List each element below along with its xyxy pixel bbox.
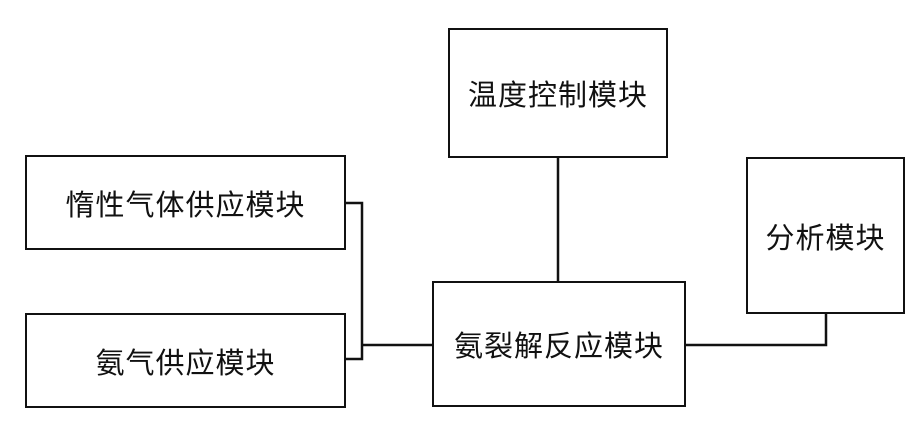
connector-ammonia-to-bracket	[346, 345, 362, 359]
inert-gas-supply-label: 惰性气体供应模块	[65, 182, 305, 224]
connector-cracking-to-analysis	[686, 314, 826, 345]
temperature-control-label: 温度控制模块	[468, 72, 648, 114]
analysis-label: 分析模块	[765, 215, 885, 257]
connector-inert-to-bracket	[346, 203, 362, 345]
ammonia-cracking-module: 氨裂解反应模块	[432, 281, 686, 407]
inert-gas-supply-module: 惰性气体供应模块	[25, 155, 346, 250]
ammonia-supply-label: 氨气供应模块	[95, 340, 275, 382]
ammonia-supply-module: 氨气供应模块	[25, 313, 346, 408]
temperature-control-module: 温度控制模块	[448, 28, 668, 158]
analysis-module: 分析模块	[746, 157, 905, 314]
ammonia-cracking-label: 氨裂解反应模块	[454, 323, 664, 365]
